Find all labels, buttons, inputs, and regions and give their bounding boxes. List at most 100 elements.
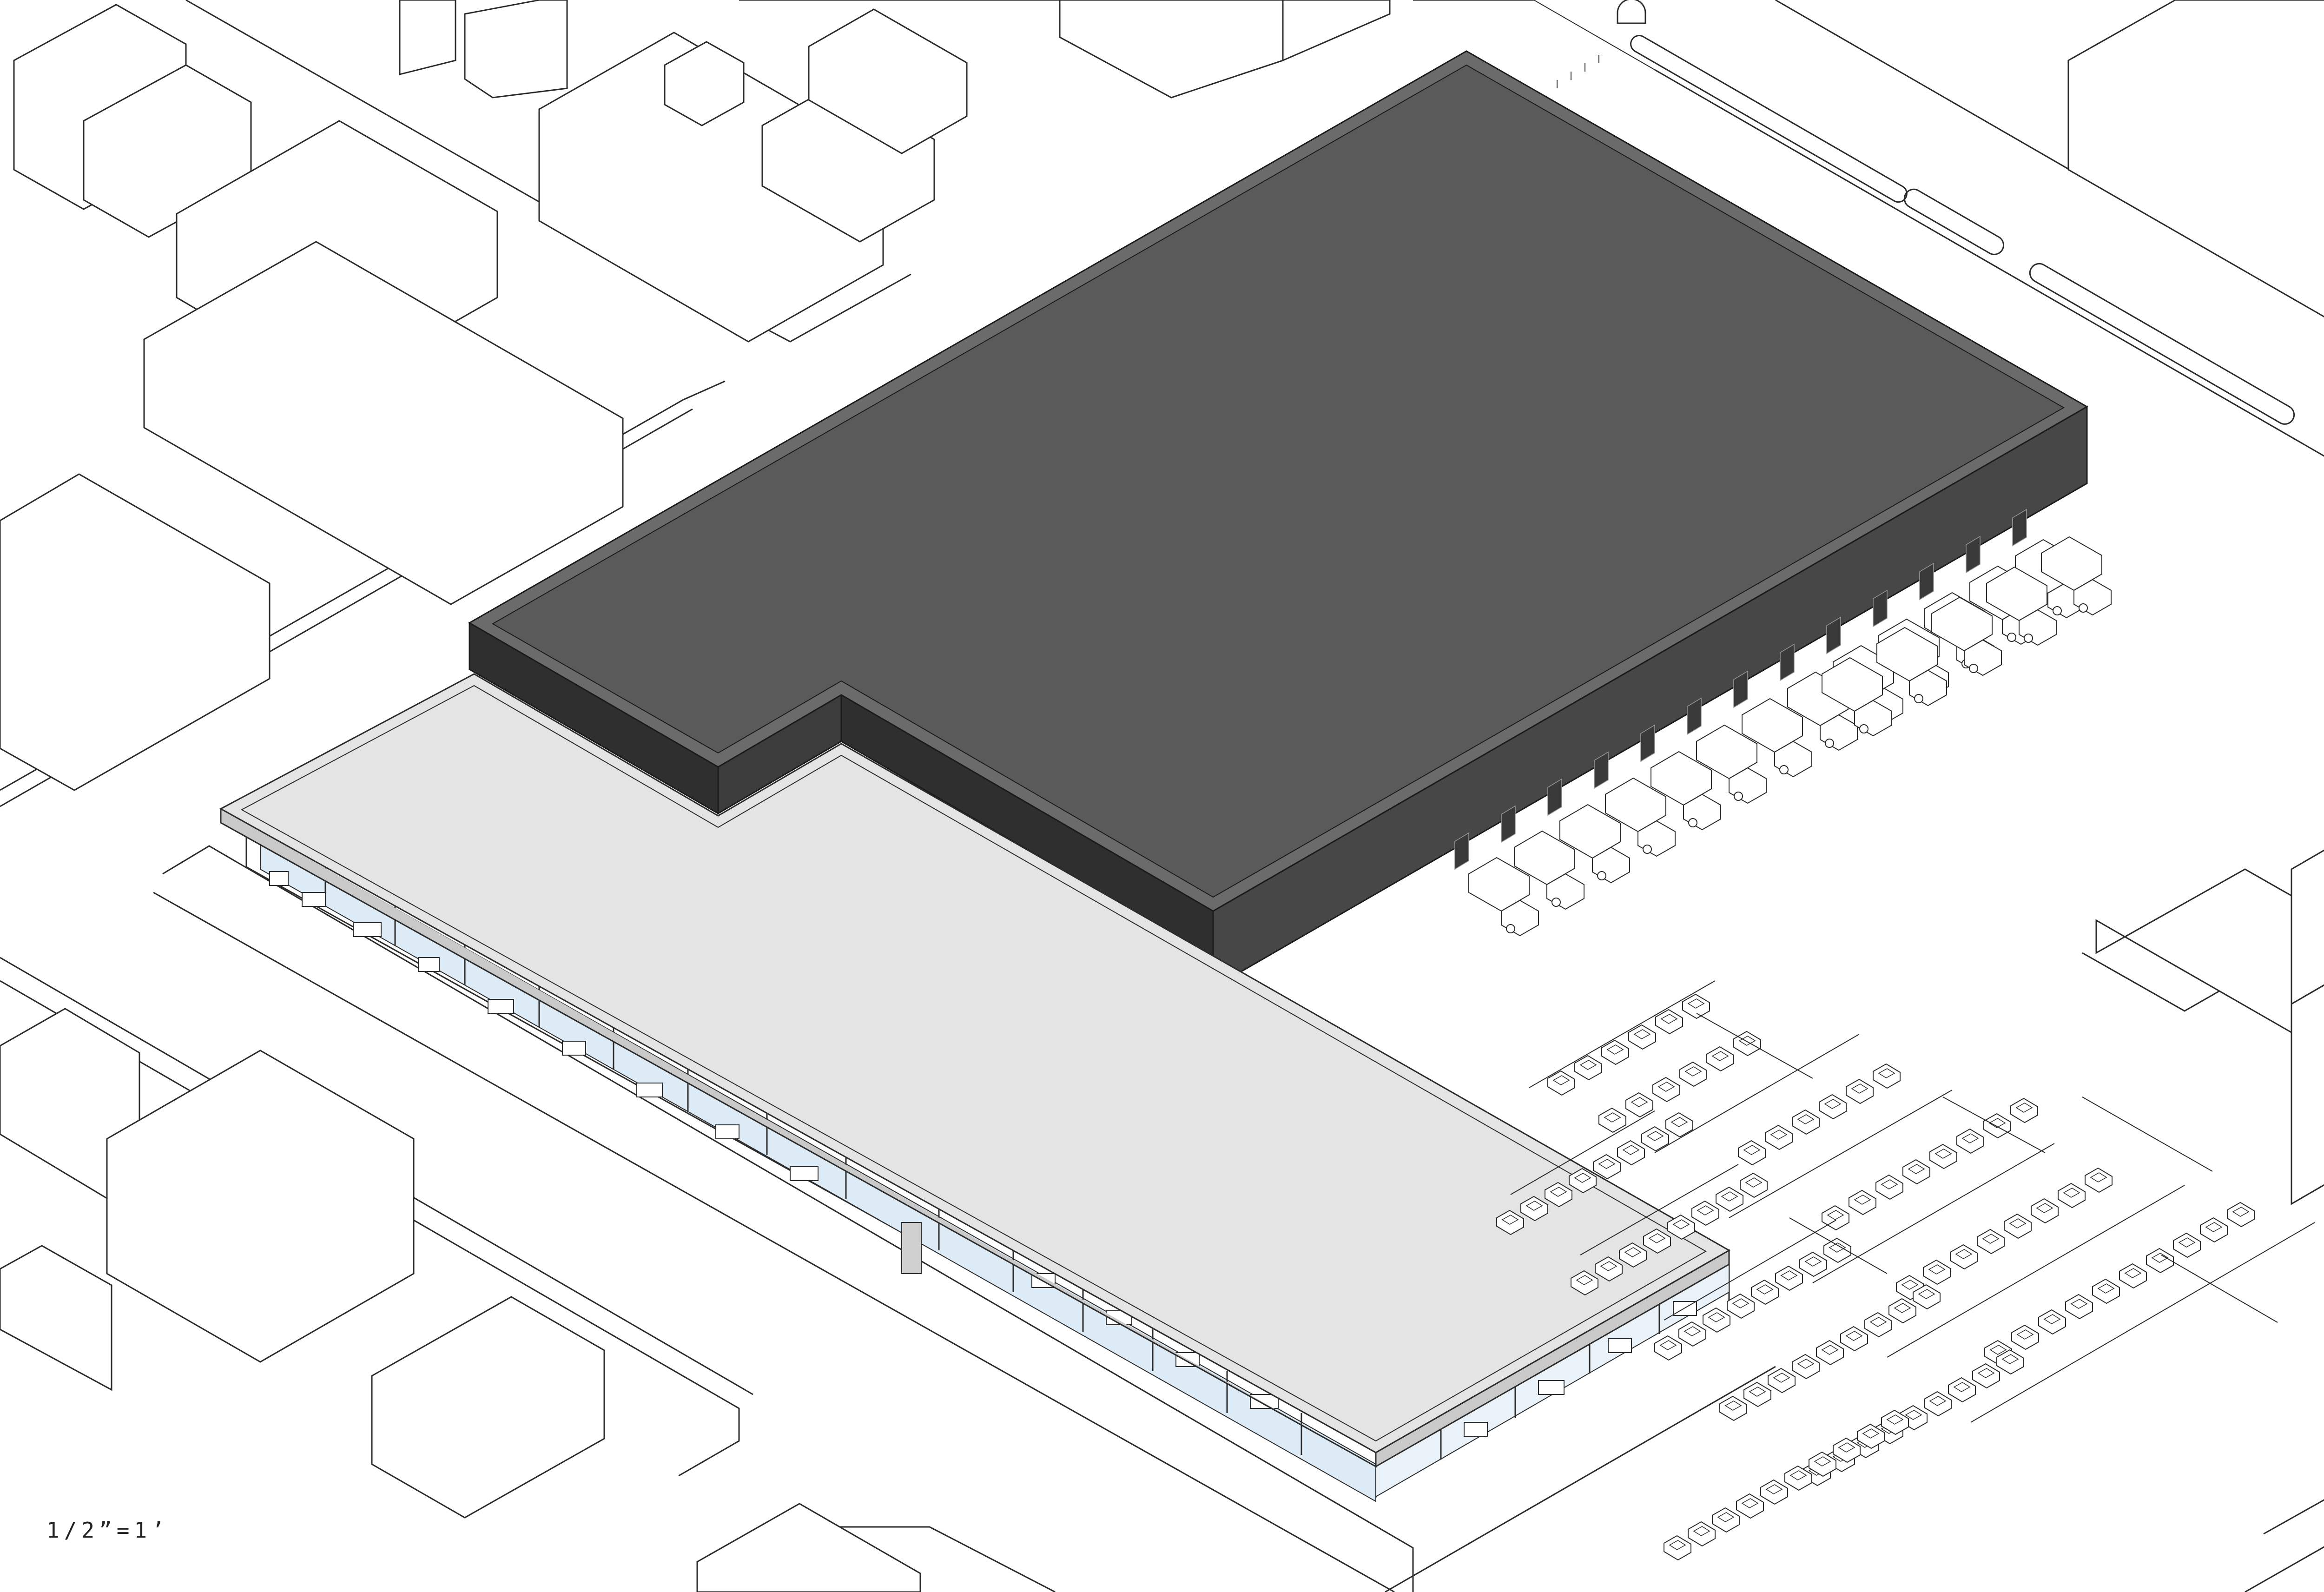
retail-roof-inner (240, 685, 1707, 1442)
car (1743, 1381, 1771, 1407)
car (1768, 1367, 1796, 1394)
car (2085, 1167, 2113, 1193)
car (1727, 1293, 1755, 1319)
car (1682, 993, 1710, 1019)
car (1520, 1196, 1548, 1222)
car (1972, 1363, 2000, 1389)
car (1823, 1237, 1851, 1263)
truck (1742, 698, 1812, 778)
car (1929, 1143, 1957, 1169)
car (1655, 1009, 1683, 1035)
car (1571, 1270, 1598, 1296)
car (1641, 1126, 1669, 1152)
car (2227, 1202, 2255, 1228)
car (1881, 1409, 1909, 1435)
car (2038, 1309, 2066, 1335)
car (1593, 1154, 1621, 1180)
car (1923, 1259, 1951, 1285)
truck (1559, 804, 1630, 884)
car (2200, 1217, 2228, 1243)
car (1712, 1507, 1740, 1533)
scale-label: 1/2”=1’ (46, 1518, 169, 1543)
car (1601, 1039, 1629, 1065)
car (1775, 1265, 1803, 1291)
car (1819, 1094, 1847, 1120)
car (1652, 1077, 1680, 1103)
car (1598, 1107, 1626, 1133)
car (1888, 1298, 1916, 1324)
truck (1696, 724, 1767, 804)
warehouse-roof-inner (491, 64, 2065, 898)
parking-stall-lines (1510, 980, 2315, 1423)
truck (1822, 657, 1892, 737)
car (1547, 1070, 1575, 1096)
car (1765, 1124, 1793, 1150)
car (1913, 1284, 1941, 1310)
car (1924, 1391, 1952, 1417)
car (1569, 1168, 1597, 1194)
car (2146, 1248, 2174, 1274)
warehouse-building (468, 50, 2089, 989)
car (2092, 1278, 2120, 1304)
car (1628, 1024, 1656, 1050)
truck (1651, 751, 1721, 831)
car (1857, 1423, 1885, 1449)
car (1738, 1140, 1766, 1166)
car (1799, 1251, 1827, 1277)
car (1840, 1326, 1868, 1352)
car (1816, 1340, 1844, 1366)
car (1574, 1055, 1602, 1081)
truck (2041, 536, 2112, 616)
car (1617, 1140, 1645, 1166)
car (1691, 1200, 1719, 1226)
storefront-mullions (324, 865, 1660, 1460)
car (1625, 1092, 1653, 1118)
car (1703, 1307, 1730, 1333)
car (1688, 1521, 1716, 1547)
truck (1514, 830, 1585, 910)
median-islands (1617, 0, 2295, 425)
car (1948, 1377, 1976, 1403)
car (1873, 1063, 1901, 1089)
truck (1931, 596, 2002, 676)
car (1809, 1451, 1836, 1477)
car (1678, 1321, 1706, 1347)
car (1902, 1159, 1930, 1185)
car (2119, 1263, 2147, 1289)
truck (1876, 627, 1947, 707)
roof-edge-ticks (1557, 55, 1599, 88)
car (1679, 1061, 1707, 1087)
truck (1468, 857, 1539, 937)
car (1736, 1493, 1764, 1519)
car (1496, 1209, 1524, 1235)
car (1977, 1229, 2005, 1255)
car (1950, 1244, 1978, 1270)
car (1619, 1242, 1647, 1268)
car (1545, 1182, 1572, 1208)
car (2004, 1213, 2032, 1239)
car (2173, 1232, 2201, 1258)
car (1706, 1046, 1734, 1072)
dock-doors (1454, 509, 2027, 870)
retail-building (219, 673, 1731, 1502)
car (1667, 1214, 1695, 1240)
parking-lot-cars (1496, 993, 2255, 1561)
car (1664, 1535, 1691, 1561)
car (1833, 1437, 1861, 1463)
car (1846, 1078, 1874, 1104)
car (1595, 1256, 1623, 1282)
car (1875, 1174, 1903, 1200)
car (1751, 1279, 1779, 1305)
car (1665, 1112, 1693, 1138)
loading-dock-trucks (1468, 536, 2112, 937)
car (1996, 1349, 2024, 1375)
car (2011, 1324, 2039, 1350)
car (1760, 1479, 1788, 1505)
car (2058, 1182, 2086, 1209)
car (1719, 1395, 1747, 1421)
car (1740, 1172, 1768, 1198)
car (1983, 1113, 2011, 1139)
car (2010, 1097, 2038, 1123)
